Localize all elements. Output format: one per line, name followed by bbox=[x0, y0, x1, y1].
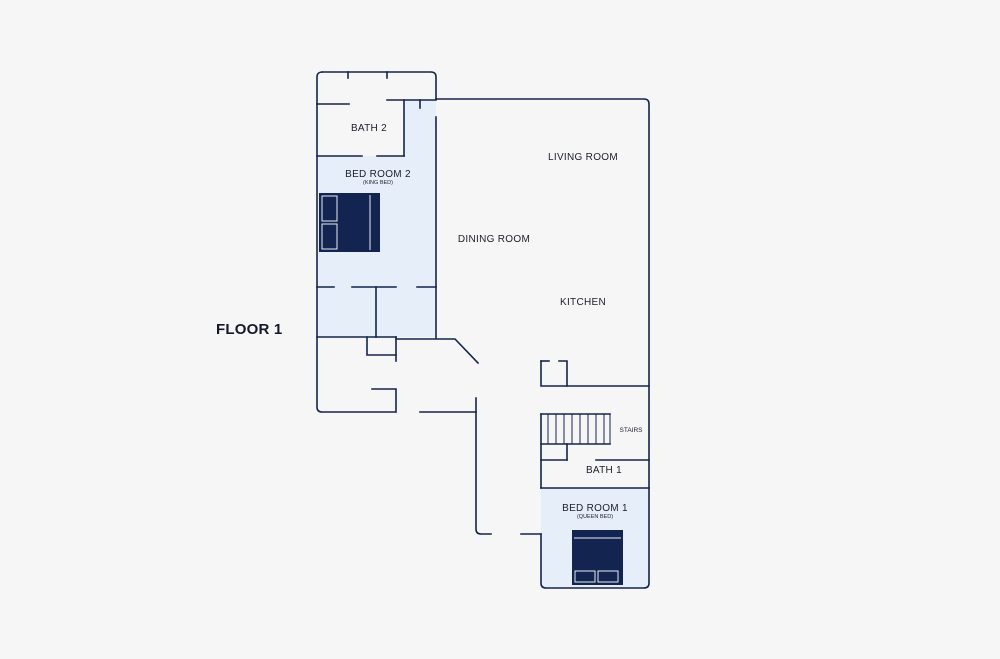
bedroom-2-label: BED ROOM 2 bbox=[345, 169, 411, 180]
bedroom-2-sublabel: (KING BED) bbox=[363, 180, 393, 186]
dining-room-label: DINING ROOM bbox=[458, 234, 530, 245]
stair-treads bbox=[547, 414, 611, 444]
kitchen-label: KITCHEN bbox=[560, 297, 606, 308]
living-room-label: LIVING ROOM bbox=[548, 152, 618, 163]
bath-1-label: BATH 1 bbox=[586, 465, 622, 476]
bath-2-label: BATH 2 bbox=[351, 123, 387, 134]
walls bbox=[316, 71, 650, 589]
bedroom-1-sublabel: (QUEEN BED) bbox=[577, 514, 613, 520]
bedroom-1-label: BED ROOM 1 bbox=[562, 503, 628, 514]
stairs-label: STAIRS bbox=[620, 427, 644, 434]
floor-title: FLOOR 1 bbox=[216, 321, 283, 338]
queen-bed-icon bbox=[572, 530, 623, 585]
king-bed-icon bbox=[319, 193, 380, 252]
